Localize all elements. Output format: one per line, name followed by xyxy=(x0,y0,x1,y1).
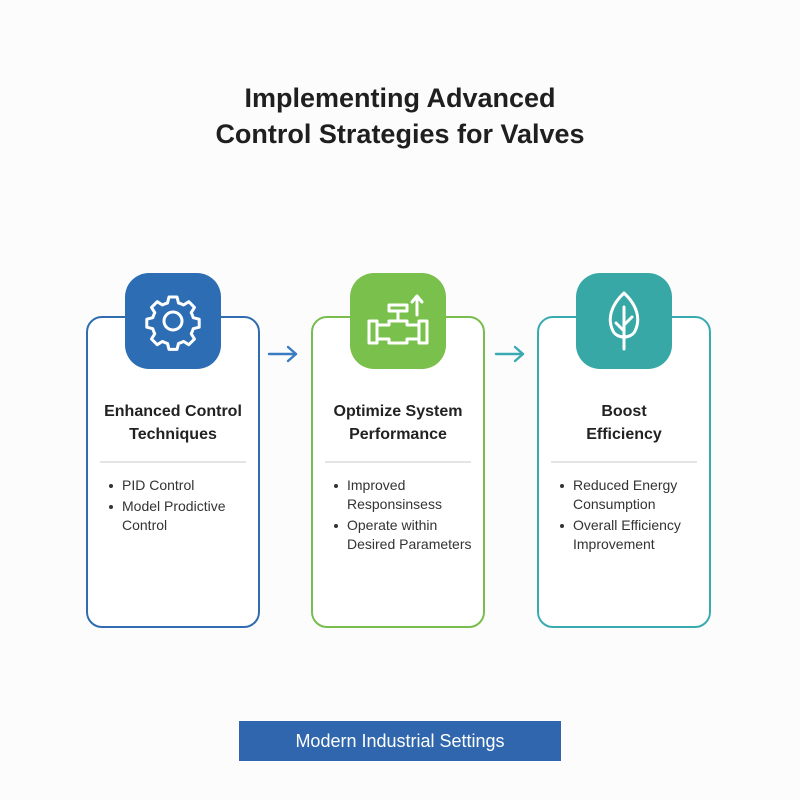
arrow-right-icon xyxy=(494,345,525,363)
card-optimize-performance: Optimize System Performance Improved Res… xyxy=(311,316,485,628)
gear-icon xyxy=(145,295,201,351)
bullet-item: Operate within Desired Parameters xyxy=(331,516,475,554)
valve-icon xyxy=(367,294,429,345)
page-title: Implementing Advanced Control Strategies… xyxy=(0,80,800,152)
card-divider xyxy=(100,461,246,463)
card-divider xyxy=(551,461,697,463)
bullet-item: Reduced Energy Consumption xyxy=(557,476,701,514)
valve-icon-badge xyxy=(350,273,446,369)
bullet-item: Model Prodictive Control xyxy=(106,497,250,535)
bullet-list: Reduced Energy Consumption Overall Effic… xyxy=(557,476,701,556)
arrow-right-icon xyxy=(267,345,298,363)
card-title: Enhanced Control Techniques xyxy=(88,400,258,446)
card-title: Boost Efficiency xyxy=(539,400,709,446)
title-line-1: Implementing Advanced xyxy=(244,83,556,113)
leaf-icon xyxy=(608,291,640,351)
card-title-line-2: Techniques xyxy=(129,426,217,443)
bullet-item: Overall Efficiency Improvement xyxy=(557,516,701,554)
bullet-list: PID Control Model Prodictive Control xyxy=(106,476,250,537)
footer-banner: Modern Industrial Settings xyxy=(239,721,561,761)
card-title-line-1: Enhanced Control xyxy=(104,403,242,420)
card-title: Optimize System Performance xyxy=(313,400,483,446)
bullet-list: Improved Responsinsess Operate within De… xyxy=(331,476,475,556)
gear-icon-badge xyxy=(125,273,221,369)
card-title-line-2: Performance xyxy=(349,426,447,443)
card-title-line-2: Efficiency xyxy=(586,426,662,443)
bullet-item: PID Control xyxy=(106,476,250,495)
card-title-line-1: Optimize System xyxy=(333,403,463,420)
leaf-icon-badge xyxy=(576,273,672,369)
card-title-line-1: Boost xyxy=(601,403,647,420)
bullet-item: Improved Responsinsess xyxy=(331,476,475,514)
title-line-2: Control Strategies for Valves xyxy=(215,119,585,149)
card-divider xyxy=(325,461,471,463)
